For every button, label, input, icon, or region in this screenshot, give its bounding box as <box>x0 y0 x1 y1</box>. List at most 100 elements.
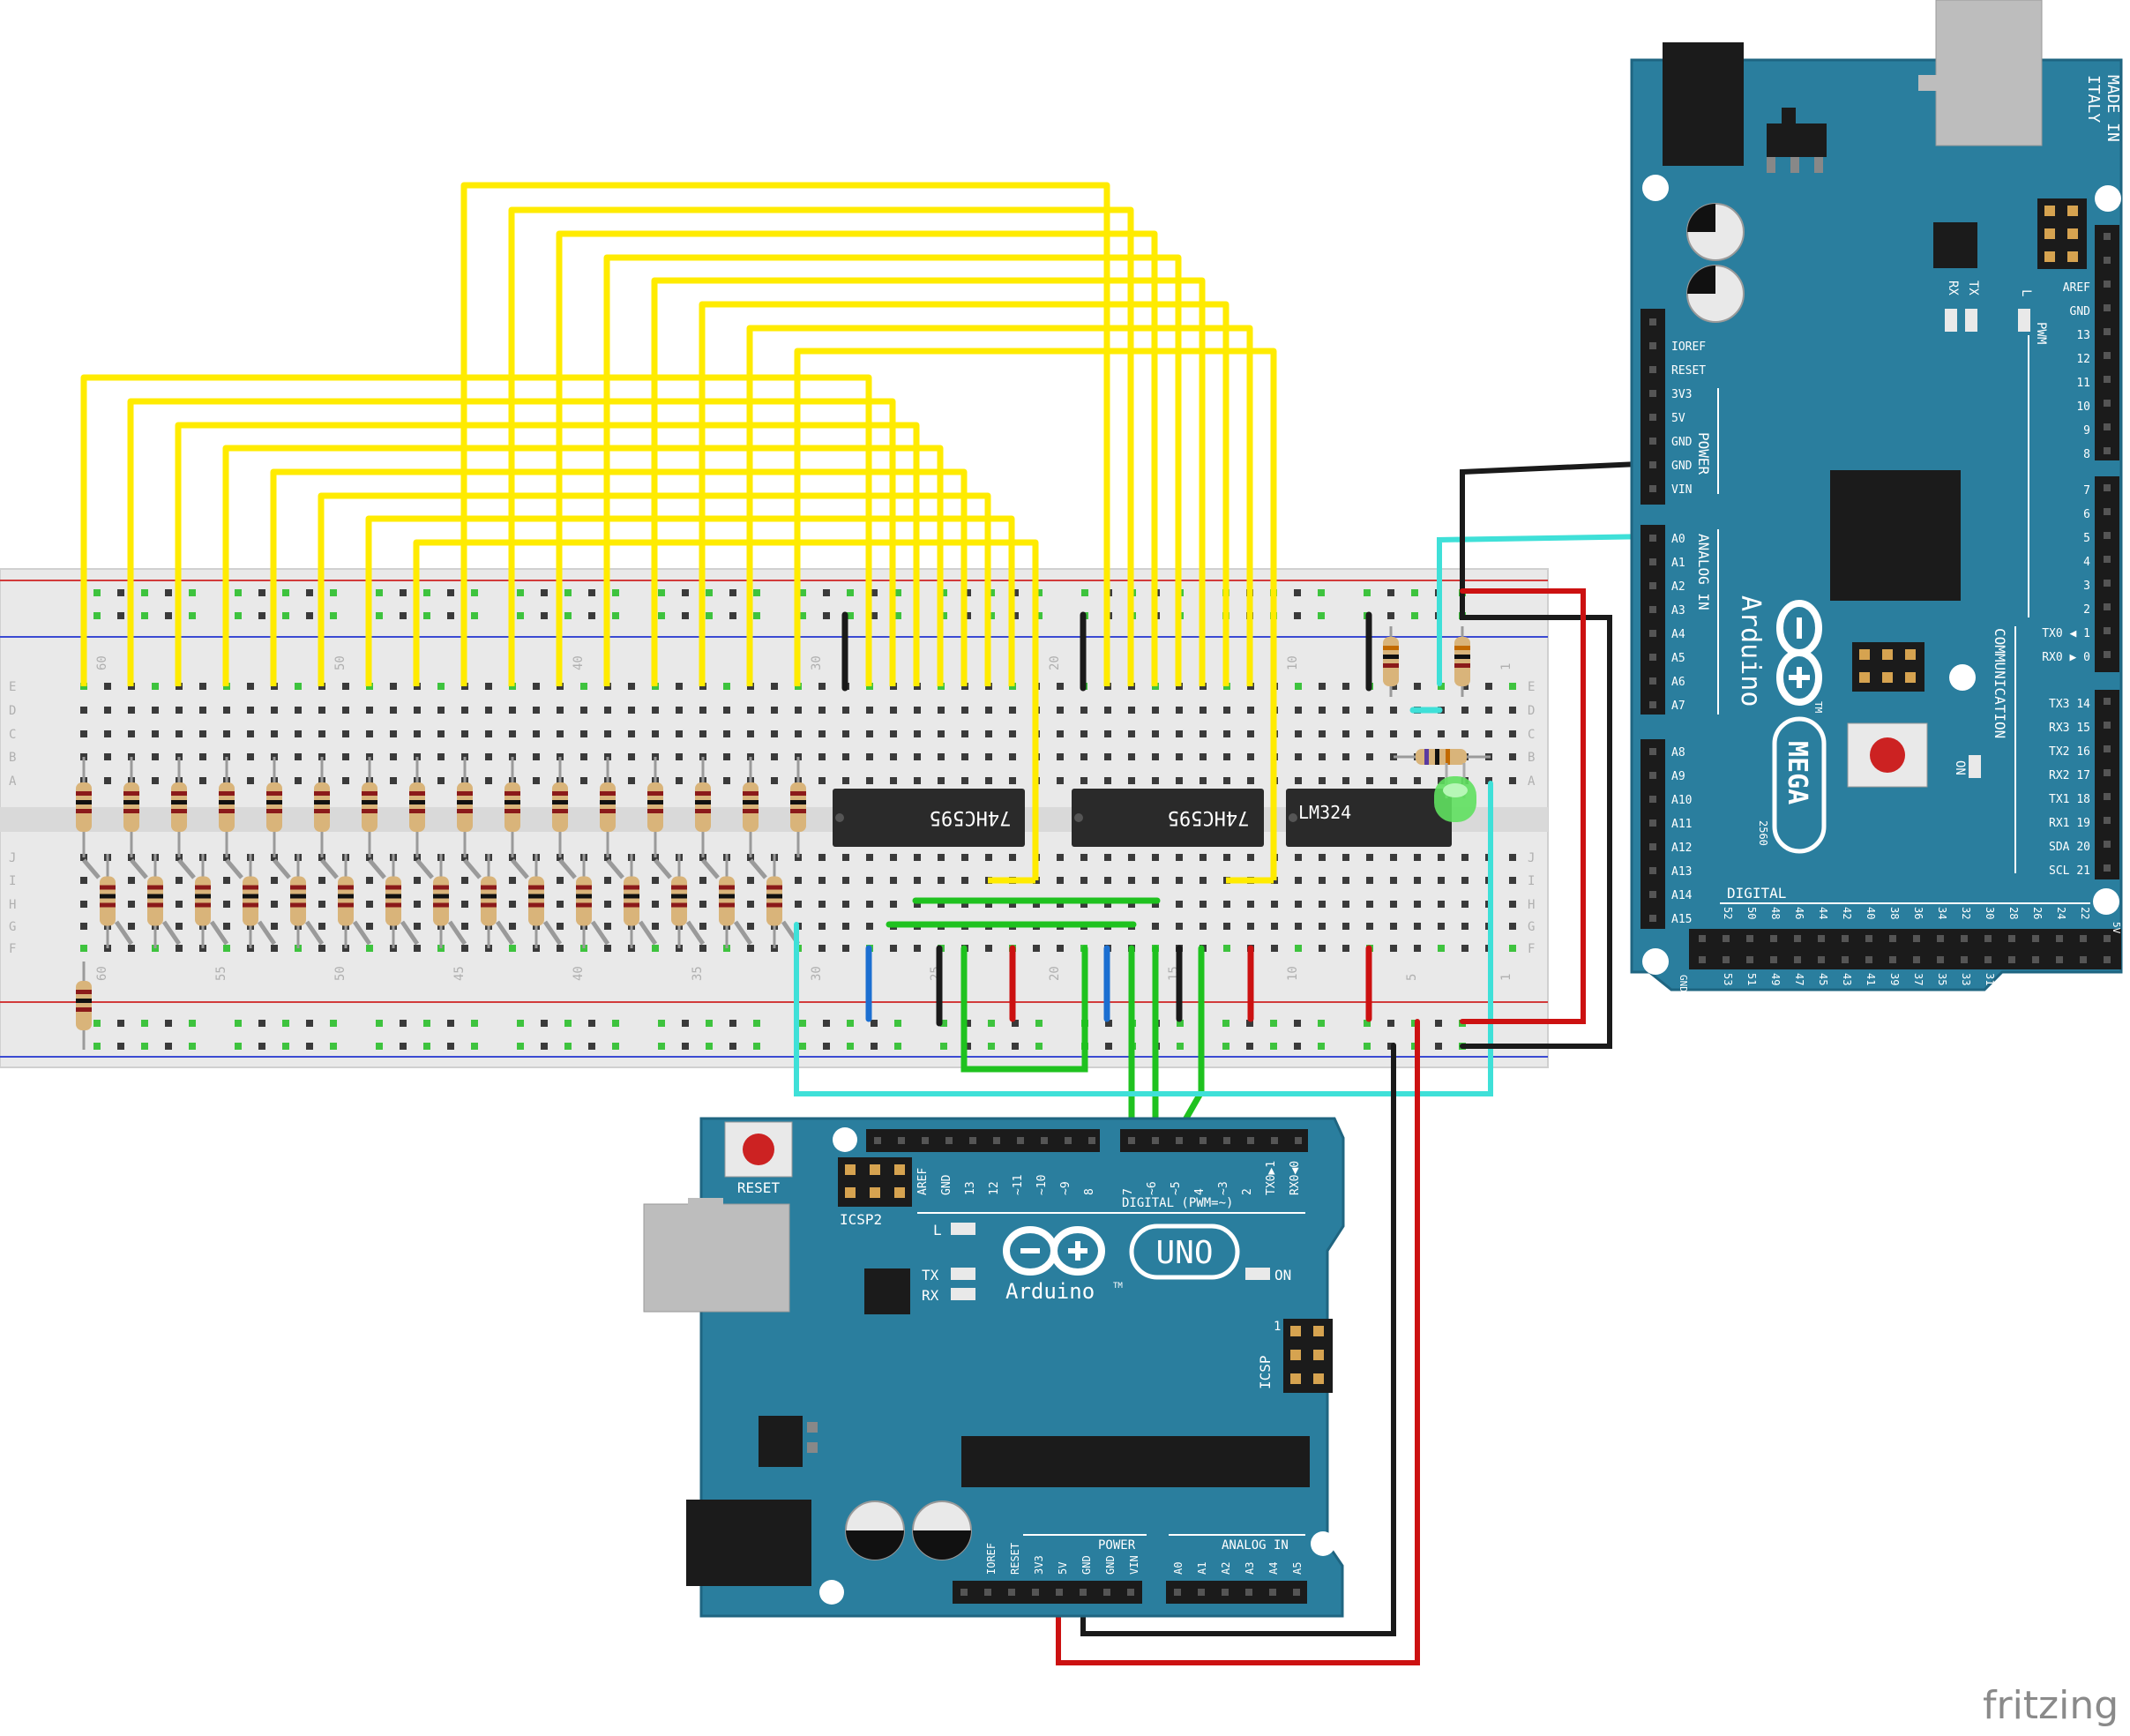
resistor <box>219 757 235 857</box>
breadboard-hole <box>1176 707 1183 714</box>
breadboard-hole <box>1461 683 1469 690</box>
breadboard-hole <box>390 683 397 690</box>
breadboard-hole <box>676 730 683 737</box>
rail-hole <box>847 1020 854 1027</box>
breadboard-hole <box>1295 854 1302 861</box>
rail-hole <box>447 1020 454 1027</box>
pin-label: 28 <box>2007 907 2020 919</box>
header-pin <box>2080 956 2087 963</box>
breadboard-hole <box>604 901 611 908</box>
pin-label: AREF <box>2063 281 2090 295</box>
breadboard-hole <box>366 901 373 908</box>
pin-label: GND <box>940 1174 953 1195</box>
rail-hole <box>871 589 878 596</box>
breadboard-hole <box>390 707 397 714</box>
header-pin <box>1961 935 1968 942</box>
breadboard-hole <box>437 683 445 690</box>
pin-label: 27 <box>2031 973 2044 985</box>
breadboard-hole <box>1271 901 1278 908</box>
mcu-chip <box>1830 470 1961 601</box>
breadboard-hole <box>390 730 397 737</box>
breadboard-hole <box>366 923 373 930</box>
breadboard-hole <box>1223 945 1230 952</box>
rail-hole <box>306 1020 313 1027</box>
rail-hole <box>871 1043 878 1050</box>
breadboard-hole <box>1247 777 1254 784</box>
breadboard-hole <box>390 777 397 784</box>
breadboard-hole <box>1438 777 1445 784</box>
breadboard-hole <box>128 730 135 737</box>
resistor-lead <box>701 858 720 879</box>
rail-hole <box>564 612 572 619</box>
rail-hole <box>1411 612 1418 619</box>
row-letter: A <box>9 774 17 789</box>
header-pin <box>2104 603 2111 610</box>
pin-label: IOREF <box>1671 340 1706 354</box>
breadboard-hole <box>414 923 421 930</box>
breadboard-hole <box>1128 877 1135 884</box>
rail-hole <box>258 1043 265 1050</box>
breadboard-hole <box>652 945 659 952</box>
breadboard-hole <box>914 730 921 737</box>
header-pin <box>1649 796 1656 803</box>
breadboard-hole <box>1271 923 1278 930</box>
breadboard-hole <box>342 753 349 760</box>
breadboard-hole <box>628 683 635 690</box>
breadboard-hole <box>938 730 945 737</box>
header-pin <box>2104 484 2111 491</box>
header-pin <box>2104 864 2111 872</box>
header-pin <box>1649 630 1656 637</box>
header-pin <box>2056 935 2063 942</box>
breadboard-hole <box>1509 901 1516 908</box>
row-letter: F <box>1528 942 1535 956</box>
pin-label: RX0 ▶ 0 <box>2042 651 2090 664</box>
resistor-lead <box>463 858 482 879</box>
header-pin <box>1723 935 1730 942</box>
breadboard-hole <box>1295 923 1302 930</box>
rail-hole <box>376 612 383 619</box>
header-pin <box>1649 867 1656 874</box>
breadboard-hole <box>795 901 802 908</box>
col-number: 1 <box>1499 663 1513 670</box>
rail-hole <box>517 1043 524 1050</box>
yellow-wire <box>746 325 1253 686</box>
breadboard-hole <box>485 683 492 690</box>
uno-reset-label: RESET <box>737 1179 781 1196</box>
breadboard-hole <box>1414 777 1421 784</box>
breadboard-hole <box>699 901 706 908</box>
rail-hole <box>93 1043 101 1050</box>
breadboard-hole <box>1390 683 1397 690</box>
col-number: 35 <box>691 966 705 981</box>
breadboard-hole <box>580 730 587 737</box>
header-pin <box>1889 956 1896 963</box>
breadboard-hole <box>604 923 611 930</box>
breadboard-hole <box>604 707 611 714</box>
header-pin <box>1770 956 1777 963</box>
header-pin <box>2104 769 2111 776</box>
breadboard-hole <box>938 877 945 884</box>
rail-hole <box>400 612 407 619</box>
header-pin <box>1008 1589 1015 1596</box>
header-pin <box>1245 1589 1252 1596</box>
resistor <box>528 854 544 948</box>
breadboard-hole <box>533 753 540 760</box>
pin-label: 5V <box>1057 1562 1069 1575</box>
rail-hole <box>1318 612 1325 619</box>
pin-label: A4 <box>1267 1562 1280 1575</box>
breadboard-hole <box>1414 901 1421 908</box>
rail-hole <box>541 612 548 619</box>
header-pin <box>1174 1589 1181 1596</box>
rail-hole <box>1105 1020 1112 1027</box>
rail-hole <box>1177 1020 1184 1027</box>
resistor-lead <box>590 920 610 946</box>
rail-hole <box>165 1020 172 1027</box>
breadboard-hole <box>961 777 968 784</box>
breadboard-hole <box>1390 877 1397 884</box>
resistor <box>195 854 211 948</box>
header-pin <box>1127 1589 1134 1596</box>
breadboard-hole <box>1176 753 1183 760</box>
breadboard-hole <box>604 730 611 737</box>
breadboard-hole <box>1366 901 1373 908</box>
breadboard-hole <box>1104 854 1111 861</box>
rail-hole <box>517 612 524 619</box>
